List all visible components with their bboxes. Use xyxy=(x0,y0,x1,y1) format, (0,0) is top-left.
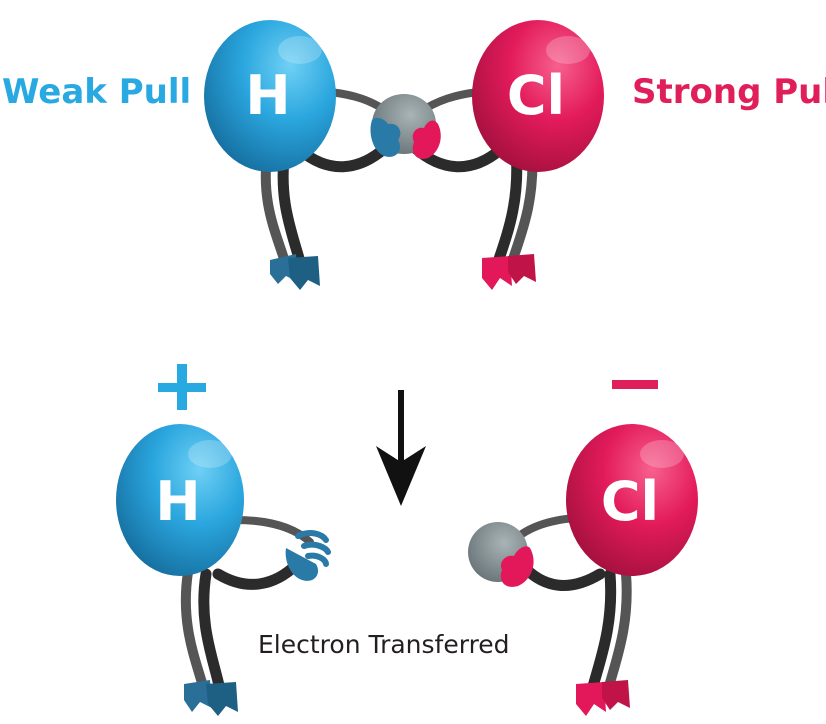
chlorine-legs-bottom xyxy=(576,568,632,716)
hydrogen-legs-bottom xyxy=(180,567,238,716)
hydrogen-symbol-top: H xyxy=(245,64,290,127)
chlorine-atom-top xyxy=(472,20,604,172)
plus-icon xyxy=(158,364,206,410)
hydrogen-symbol-bottom: H xyxy=(155,470,200,533)
hydrogen-atom-top xyxy=(204,20,336,172)
hydrogen-atom-bottom xyxy=(116,424,244,576)
chlorine-atom-bottom xyxy=(566,424,698,576)
electron-transferred-label: Electron Transferred xyxy=(258,630,510,659)
chlorine-symbol-bottom: Cl xyxy=(601,470,659,533)
chlorine-hand-bottom xyxy=(500,546,534,587)
strong-pull-label: Strong Pull xyxy=(632,72,826,112)
minus-icon xyxy=(612,380,658,389)
chlorine-hand-top xyxy=(412,120,441,159)
chlorine-arm-bottom xyxy=(519,562,606,591)
chlorine-symbol-top: Cl xyxy=(507,64,565,127)
weak-pull-label: Weak Pull xyxy=(2,72,192,112)
hydrogen-arm-bottom xyxy=(212,559,302,590)
hydrogen-empty-hand xyxy=(285,530,331,581)
down-arrow-icon xyxy=(376,390,426,506)
hydrogen-hand-top xyxy=(370,117,401,157)
hydrogen-arm-top xyxy=(294,142,391,173)
